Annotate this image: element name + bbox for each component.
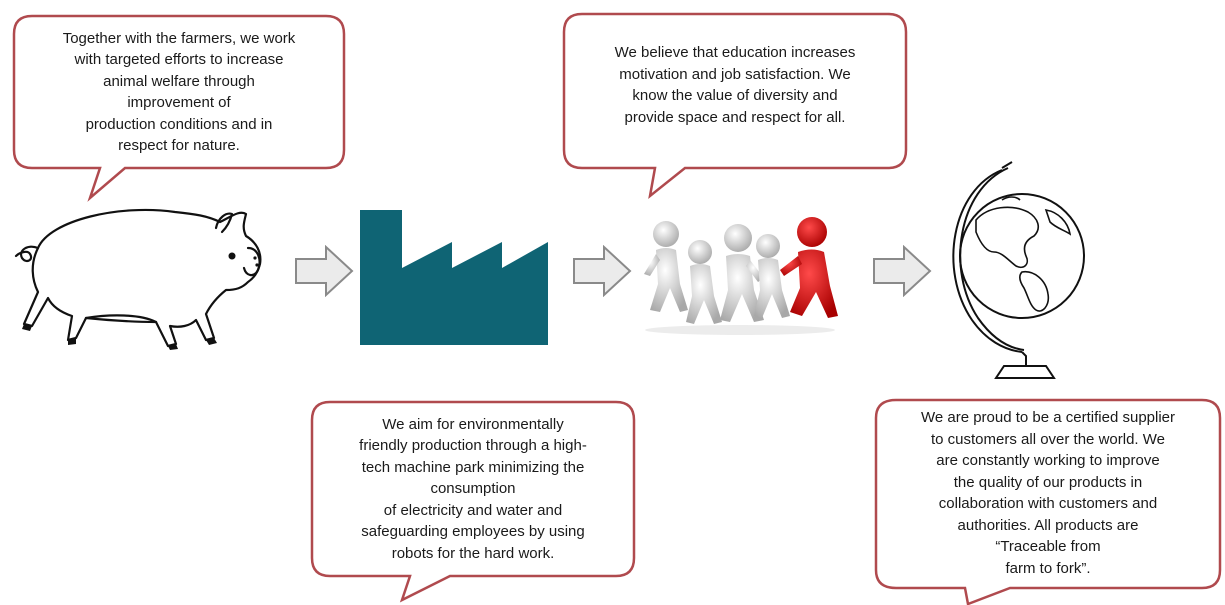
bubble-text-environment: We aim for environmentally friendly prod… [359,415,587,562]
bubble-text-quality: We are proud to be a certified supplier … [920,409,1176,577]
arrow-right-icon [295,245,354,297]
people-running-icon [644,217,838,335]
bubble-text-animal-welfare: Together with the farmers, we work with … [62,29,296,155]
arrow-right-icon [573,245,632,297]
factory-icon [360,210,548,345]
bubble-text-education: We believe that education increases moti… [614,44,856,126]
arrow-right-icon [873,245,932,297]
globe-icon [952,161,1085,379]
pig-icon [14,208,262,350]
